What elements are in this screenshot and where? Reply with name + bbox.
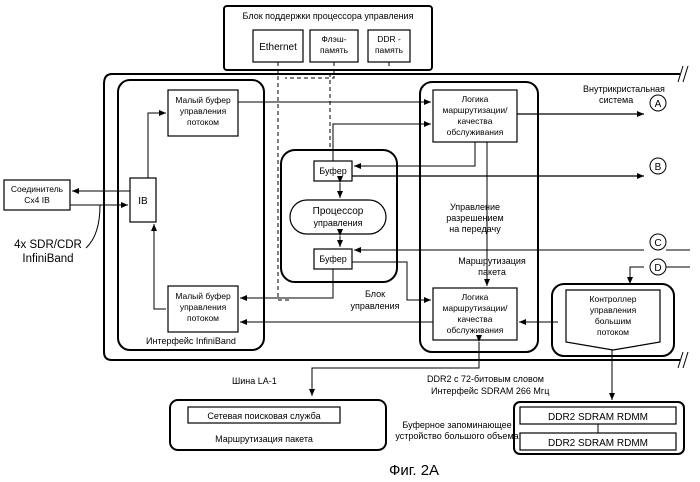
routing-logic-bottom-line3: качества	[458, 314, 493, 324]
bulk-storage-line1: Буферное запоминающее	[402, 420, 511, 430]
admission-control-line3: на передачу	[449, 224, 501, 234]
infiniband-link-line1: 4x SDR/CDR	[14, 239, 82, 251]
flash-memory-label-1: Флэш-	[321, 34, 346, 44]
connector-d-to-controller	[630, 267, 644, 284]
admission-control-line2: разрешением	[446, 213, 503, 223]
control-block-label-2: управления	[350, 301, 399, 311]
infiniband-link-curve	[86, 205, 100, 248]
routing-logic-bottom-line2: маршрутизации/	[443, 303, 509, 313]
packet-routing-label-2: пакета	[478, 267, 506, 277]
flow-controller-line3: большим	[595, 316, 631, 326]
flow-controller-line4: потоком	[597, 327, 629, 337]
ib-to-buffer-top	[148, 113, 166, 178]
control-block-label-1: Блок	[365, 289, 385, 299]
routing-logic-top-line4: обслуживания	[447, 127, 504, 137]
flow-buffer-bottom-line3: потоком	[187, 313, 219, 323]
flash-memory-label-2: память	[320, 45, 349, 55]
rdimm-1-label: DDR2 SDRAM RDMM	[548, 412, 648, 423]
flow-controller-line1: Контроллер	[590, 294, 637, 304]
connector-c-label: C	[654, 238, 661, 249]
buffer-a-label: Буфер	[319, 166, 347, 176]
packet-routing-label-1: Маршрутизация	[458, 256, 526, 266]
routing-logic-bottom-line4: обслуживания	[447, 325, 504, 335]
routing-logic-top-line1: Логика	[462, 94, 489, 104]
connector-a-label: A	[655, 99, 662, 110]
ethernet-label: Ethernet	[259, 42, 297, 53]
routing-logic-top-line3: качества	[458, 116, 493, 126]
buffer-b-label: Буфер	[319, 254, 347, 264]
routing-logic-bottom-line1: Логика	[462, 292, 489, 302]
packet-routing-service-label: Маршрутизация пакета	[215, 434, 313, 444]
cx4-connector-line2: Cx4 IB	[24, 195, 50, 205]
intercrystal-system-line2: система	[599, 95, 633, 105]
flow-buffer-top-line2: управления	[180, 106, 227, 116]
figure-caption: Фиг. 2A	[389, 462, 439, 479]
cx4-connector-line1: Соединитель	[11, 184, 64, 194]
buffer-b-to-buffer-bottom	[240, 269, 333, 298]
network-search-service-label: Сетевая поисковая служба	[207, 411, 320, 421]
connector-d-label: D	[654, 263, 661, 274]
flow-controller-line2: управления	[590, 305, 637, 315]
support-block-title: Блок поддержки процессора управления	[243, 11, 414, 21]
flow-buffer-bottom-line2: управления	[180, 302, 227, 312]
flow-buffer-top-line3: потоком	[187, 117, 219, 127]
intercrystal-system-line1: Внутрикристальная	[583, 84, 665, 94]
buffer-a-to-logic-top	[333, 124, 431, 161]
ddr2-interface-line1: DDR2 с 72-битовым словом	[427, 374, 544, 384]
dashed-link-1	[278, 62, 290, 300]
admission-control-line1: Управление	[450, 202, 500, 212]
logic-top-to-buffer-a	[354, 142, 475, 166]
buffer-bottom-to-ib	[154, 224, 166, 309]
infiniband-link-line2: InfiniBand	[22, 253, 73, 265]
ddr-memory-label-1: DDR -	[377, 34, 401, 44]
ddr2-interface-line2: Интерфейс SDRAM 266 Мгц	[431, 386, 549, 396]
control-processor-line1: Процессор	[313, 206, 364, 217]
flow-buffer-bottom-line1: Малый буфер	[175, 291, 231, 301]
ddr-memory-label-2: память	[375, 45, 404, 55]
flow-buffer-top-line1: Малый буфер	[175, 95, 231, 105]
control-processor-line2: управления	[313, 218, 362, 228]
bulk-storage-line2: устройство большого объема	[395, 431, 518, 441]
ib-port-label: IB	[138, 196, 148, 207]
infiniband-interface-label: Интерфейс InfiniBand	[146, 336, 236, 346]
bus-la1-label: Шина LA-1	[232, 376, 277, 386]
connector-b-label: B	[655, 162, 662, 173]
rdimm-2-label: DDR2 SDRAM RDMM	[548, 438, 648, 449]
routing-logic-top-line2: маршрутизации/	[443, 105, 509, 115]
